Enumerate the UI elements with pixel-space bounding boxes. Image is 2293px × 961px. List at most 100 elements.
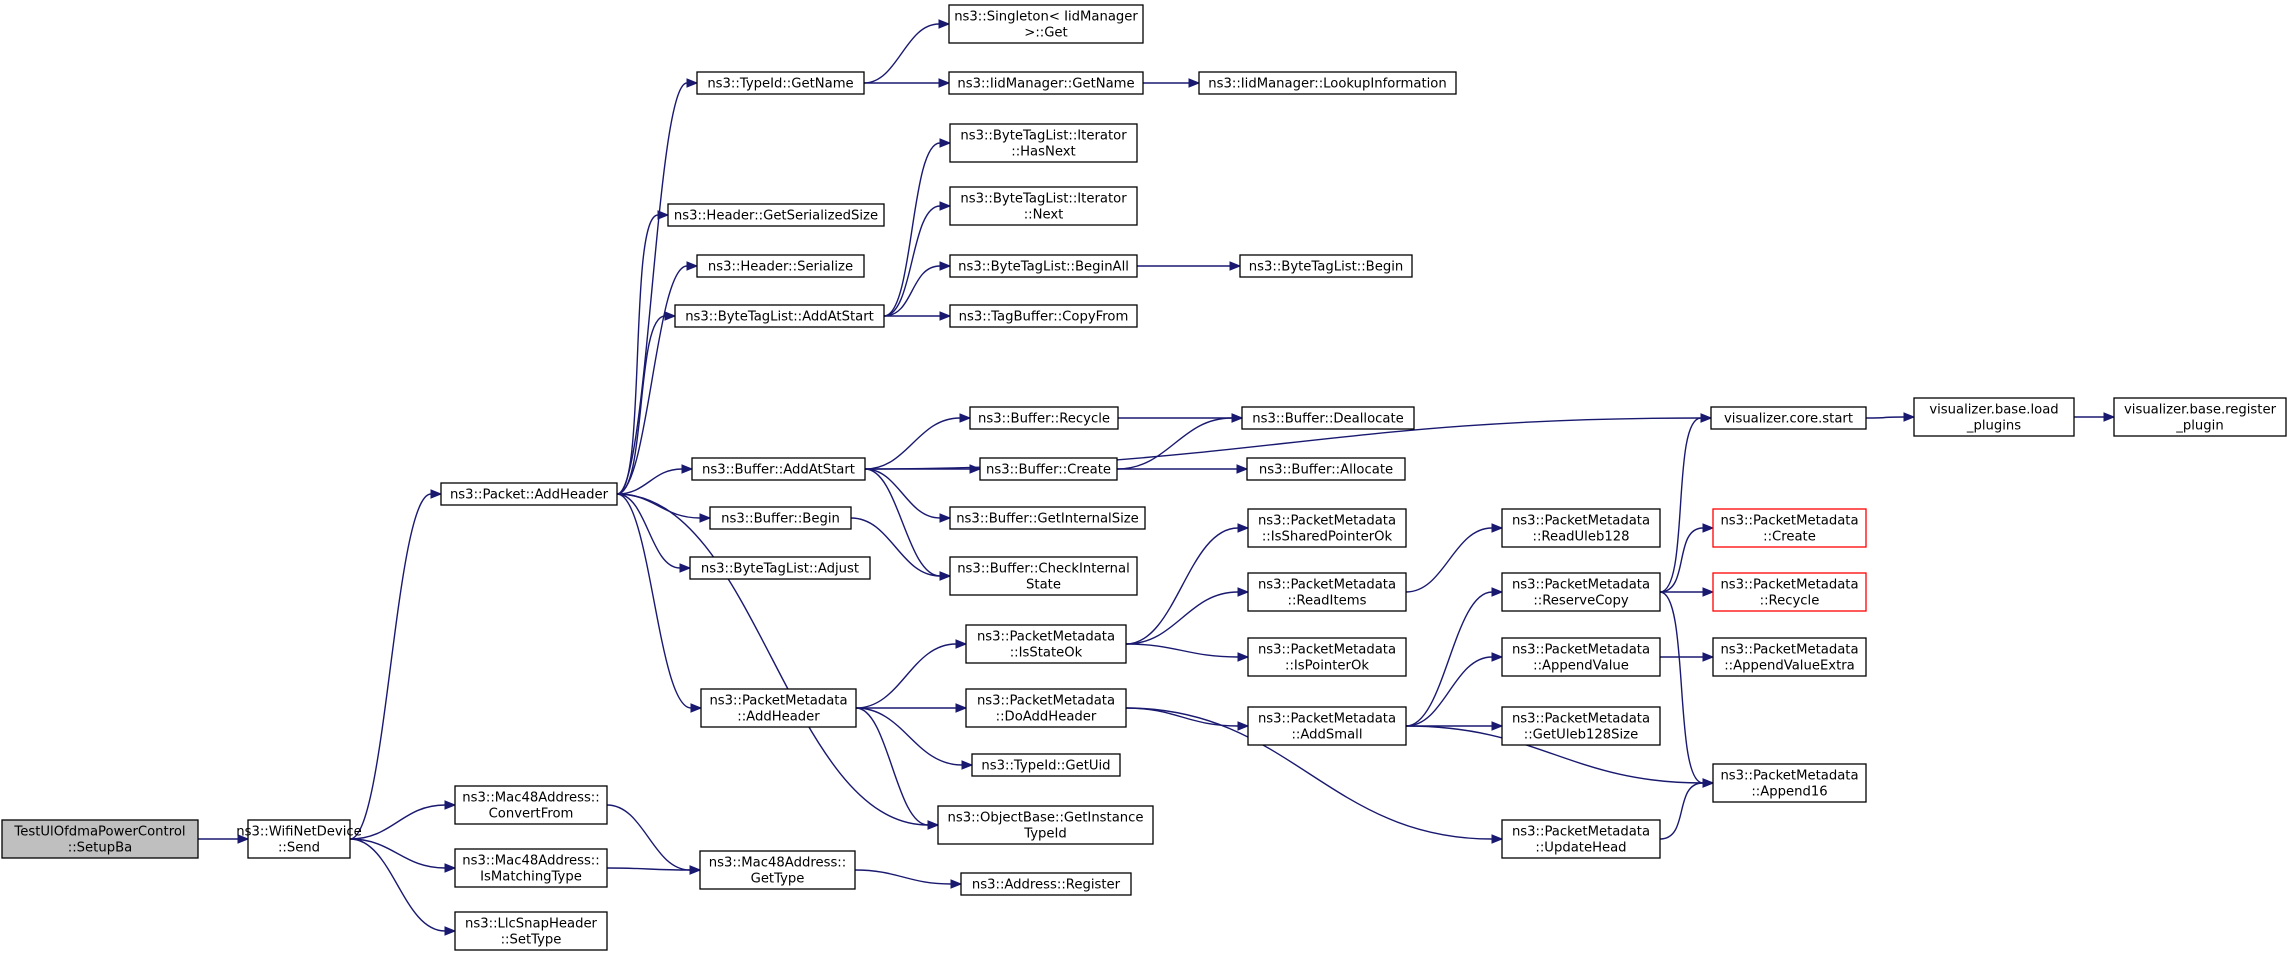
node-label: ns3::PacketMetadata <box>1512 578 1650 593</box>
node-addheader[interactable]: ns3::Packet::AddHeader <box>440 482 618 506</box>
node-convertfrom[interactable]: ns3::Mac48Address::ConvertFrom <box>454 785 608 825</box>
node-issharedpointerok[interactable]: ns3::PacketMetadata::IsSharedPointerOk <box>1247 508 1407 548</box>
node-pm_addheader[interactable]: ns3::PacketMetadata::AddHeader <box>700 688 857 728</box>
node-beginall[interactable]: ns3::ByteTagList::BeginAll <box>949 254 1138 278</box>
node-hasnext[interactable]: ns3::ByteTagList::Iterator::HasNext <box>949 123 1138 163</box>
node-label: ns3::PacketMetadata <box>709 694 847 709</box>
edge-line <box>863 23 940 84</box>
node-deallocate[interactable]: ns3::Buffer::Deallocate <box>1241 406 1415 430</box>
node-gettype[interactable]: ns3::Mac48Address::GetType <box>699 850 856 890</box>
node-label: ns3::PacketMetadata <box>1720 769 1858 784</box>
node-label: ns3::PacketMetadata <box>977 694 1115 709</box>
node-label: ::Append16 <box>1751 785 1827 800</box>
edge-arrowhead <box>444 863 457 873</box>
node-box <box>948 71 1144 95</box>
node-lookup[interactable]: ns3::IidManager::LookupInformation <box>1198 71 1457 95</box>
node-getuid[interactable]: ns3::TypeId::GetUid <box>971 753 1121 777</box>
node-box <box>454 785 608 825</box>
node-appendvalue[interactable]: ns3::PacketMetadata::AppendValue <box>1501 637 1661 677</box>
node-serialize[interactable]: ns3::Header::Serialize <box>696 254 865 278</box>
edge-isstateok-to-readitems <box>1125 587 1250 645</box>
node-isstateok[interactable]: ns3::PacketMetadata::IsStateOk <box>965 624 1127 664</box>
node-label: _plugins <box>1966 419 2021 434</box>
node-label: ns3::PacketMetadata <box>1258 514 1396 529</box>
node-box <box>1710 406 1867 430</box>
node-register[interactable]: ns3::Address::Register <box>960 872 1132 896</box>
node-label: ns3::Mac48Address:: <box>462 791 599 806</box>
node-updatehead[interactable]: ns3::PacketMetadata::UpdateHead <box>1501 819 1661 859</box>
node-ispointerok[interactable]: ns3::PacketMetadata::IsPointerOk <box>1247 637 1407 677</box>
node-iid_getname[interactable]: ns3::IidManager::GetName <box>948 71 1144 95</box>
node-doaddheader[interactable]: ns3::PacketMetadata::DoAddHeader <box>965 688 1127 728</box>
edge-line <box>1865 416 1905 419</box>
node-label: ns3::TypeId::GetName <box>707 77 853 92</box>
node-recycle[interactable]: ns3::Buffer::Recycle <box>969 406 1119 430</box>
node-allocate[interactable]: ns3::Buffer::Allocate <box>1246 457 1406 481</box>
edge-arrowhead <box>938 19 951 29</box>
node-label: ns3::PacketMetadata <box>1720 514 1858 529</box>
node-label: ns3::Singleton< IidManager <box>954 10 1138 25</box>
node-readitems[interactable]: ns3::PacketMetadata::ReadItems <box>1247 572 1407 612</box>
edge-arrowhead <box>1700 413 1713 423</box>
node-buf_addatstart[interactable]: ns3::Buffer::AddAtStart <box>691 457 866 481</box>
edge-arrowhead <box>1702 523 1715 533</box>
node-settype[interactable]: ns3::LlcSnapHeader::SetType <box>454 911 608 951</box>
edge-line <box>1405 656 1493 727</box>
node-btl_begin[interactable]: ns3::ByteTagList::Begin <box>1239 254 1413 278</box>
node-btl_addatstart[interactable]: ns3::ByteTagList::AddAtStart <box>674 304 885 328</box>
node-pm_recycle[interactable]: ns3::PacketMetadata::Recycle <box>1712 572 1867 612</box>
node-box <box>1247 572 1407 612</box>
edge-btl_addatstart-to-beginall <box>883 261 952 317</box>
node-typeid_getname[interactable]: ns3::TypeId::GetName <box>696 71 865 95</box>
node-box <box>1501 637 1661 677</box>
node-ismatching[interactable]: ns3::Mac48Address::IsMatchingType <box>454 848 608 888</box>
node-create[interactable]: ns3::Buffer::Create <box>979 457 1118 481</box>
node-box <box>949 304 1138 328</box>
node-pm_create[interactable]: ns3::PacketMetadata::Create <box>1712 508 1867 548</box>
edge-btl_addatstart-to-hasnext <box>883 138 952 317</box>
node-box <box>1501 819 1661 859</box>
node-getserializedsize[interactable]: ns3::Header::GetSerializedSize <box>667 203 885 227</box>
node-box <box>247 819 351 859</box>
node-vis_start[interactable]: visualizer.core.start <box>1710 406 1867 430</box>
edge-line <box>1659 527 1704 593</box>
node-addsmall[interactable]: ns3::PacketMetadata::AddSmall <box>1247 706 1407 746</box>
edge-line <box>1405 725 1704 784</box>
edge-line <box>1659 782 1704 840</box>
node-appendvalueextra[interactable]: ns3::PacketMetadata::AppendValueExtra <box>1712 637 1867 677</box>
node-getuleb128size[interactable]: ns3::PacketMetadata::GetUleb128Size <box>1501 706 1661 746</box>
node-label: ns3::Buffer::GetInternalSize <box>956 512 1139 527</box>
edge-addsmall-to-reservecopy <box>1405 587 1504 727</box>
edge-line <box>1659 417 1702 593</box>
node-copyfrom[interactable]: ns3::TagBuffer::CopyFrom <box>949 304 1138 328</box>
node-getinternalsize[interactable]: ns3::Buffer::GetInternalSize <box>949 506 1146 530</box>
node-singleton[interactable]: ns3::Singleton< IidManager>::Get <box>948 4 1144 44</box>
edge-line <box>616 468 683 495</box>
node-append16[interactable]: ns3::PacketMetadata::Append16 <box>1712 763 1867 803</box>
edge-arrowhead <box>939 138 952 148</box>
node-label: ns3::Buffer::Deallocate <box>1252 412 1404 427</box>
node-btl_adjust[interactable]: ns3::ByteTagList::Adjust <box>689 556 871 580</box>
edge-arrowhead <box>950 879 963 889</box>
edge-line <box>855 707 963 766</box>
edge-arrowhead <box>939 261 952 271</box>
edge-arrowhead <box>927 820 940 830</box>
node-box <box>1501 508 1661 548</box>
node-box <box>965 624 1127 664</box>
node-reservecopy[interactable]: ns3::PacketMetadata::ReserveCopy <box>1501 572 1661 612</box>
node-readuleb128[interactable]: ns3::PacketMetadata::ReadUleb128 <box>1501 508 1661 548</box>
node-box <box>949 123 1138 163</box>
node-box <box>937 805 1154 845</box>
node-buf_begin[interactable]: ns3::Buffer::Begin <box>709 506 852 530</box>
edge-isstateok-to-issharedpointerok <box>1125 523 1250 645</box>
edge-line <box>616 82 688 495</box>
node-next[interactable]: ns3::ByteTagList::Iterator::Next <box>949 186 1138 226</box>
node-vis_register[interactable]: visualizer.base.register_plugin <box>2113 397 2287 437</box>
node-vis_load[interactable]: visualizer.base.load_plugins <box>1913 397 2075 437</box>
node-box <box>948 4 1144 44</box>
node-send[interactable]: ns3::WifiNetDevice::Send <box>236 819 362 859</box>
edge-arrowhead <box>1903 412 1916 422</box>
node-setupba[interactable]: TestUlOfdmaPowerControl::SetupBa <box>1 819 199 859</box>
